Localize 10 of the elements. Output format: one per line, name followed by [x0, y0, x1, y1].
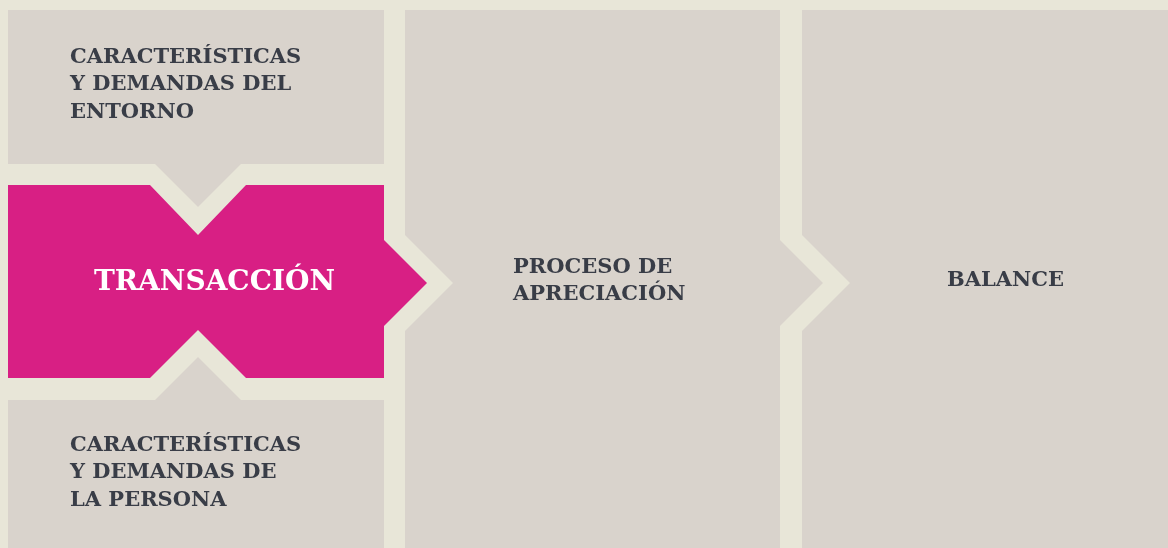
- chevron-arrow: [155, 357, 241, 400]
- highlight-panel: [8, 185, 384, 378]
- panel-label: CARACTERÍSTICAS Y DEMANDAS DEL ENTORNO: [70, 42, 303, 124]
- panel-label: TRANSACCIÓN: [94, 263, 336, 300]
- chevron-arrow: [384, 240, 427, 326]
- chevron-arrow: [155, 164, 241, 207]
- panel-label: BALANCE: [947, 265, 1065, 293]
- panel-label: PROCESO DE APRECIACIÓN: [513, 251, 687, 307]
- process-panel: [405, 10, 780, 548]
- panel-label: CARACTERÍSTICAS Y DEMANDAS DE LA PERSONA: [70, 430, 303, 512]
